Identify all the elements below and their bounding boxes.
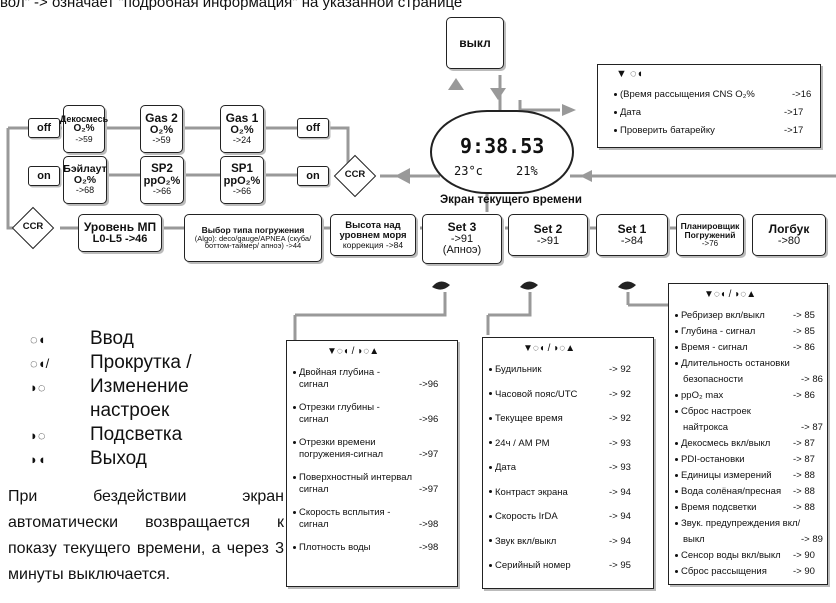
ccr-diamond[interactable]: CCR — [330, 154, 380, 198]
menu-item[interactable]: Контраст экрана-> 94 — [489, 487, 649, 499]
legend-light: ◗◌Подсветка — [30, 424, 183, 445]
gas2-box[interactable]: Gas 2 O₂% ->59 — [140, 105, 183, 153]
menu-item[interactable]: Декосмесь вкл/выкл-> 87 — [675, 438, 825, 450]
menu-item[interactable]: Сенсор воды вкл/выкл-> 90 — [675, 550, 825, 562]
menu-item[interactable]: Время - сигнал-> 86 — [675, 342, 825, 354]
on-tag[interactable]: on — [28, 166, 60, 186]
menu-item[interactable]: Сброс настроек — [675, 406, 825, 418]
set1-box[interactable]: Set 1 ->84 — [596, 214, 668, 256]
menu-item[interactable]: Время подсветки-> 88 — [675, 502, 825, 514]
off-mode-box[interactable]: выкл — [446, 17, 504, 69]
set2-menu: ▼◌◖ / ◗◌▲ Будильник-> 92 Часовой пояс/UTC… — [482, 337, 654, 589]
menu-item[interactable]: Скорость всплытия -сигнал->98 — [293, 507, 453, 530]
nav-icons: ▼◌◖ / ◗◌▲ — [327, 346, 380, 357]
user-level-box[interactable]: Уровень МП L0-L5 ->46 — [78, 214, 162, 252]
menu-item[interactable]: ppO₂ max-> 86 — [675, 390, 825, 402]
legend-enter: ◌◖Ввод — [30, 328, 134, 349]
menu-item[interactable]: Скорость IrDA-> 94 — [489, 511, 649, 523]
menu-item[interactable]: Вода солёная/пресная-> 88 — [675, 486, 825, 498]
clock-temp: 23°c — [454, 164, 483, 178]
menu-item[interactable]: Плотность воды->98 — [293, 542, 453, 554]
off-tag[interactable]: off — [28, 118, 60, 138]
bailout-box[interactable]: Бэйлаут O₂% ->68 — [63, 156, 107, 204]
menu-item[interactable]: Серийный номер-> 95 — [489, 560, 649, 572]
menu-item[interactable]: Двойная глубина -сигнал->96 — [293, 367, 453, 390]
dive-mode-box[interactable]: Выбор типа погружения (Algo): deco/gauge… — [184, 214, 322, 262]
legend-change: ◗◌Изменение — [30, 376, 189, 397]
planner-box[interactable]: Планировщик Погружений ->76 — [676, 214, 744, 256]
sp1-box[interactable]: SP1 ppO₂% ->66 — [220, 156, 264, 204]
menu-item[interactable]: Часовой пояс/UTC-> 92 — [489, 389, 649, 401]
nav-icons: ▼ ◌◖ — [616, 68, 644, 80]
watch-screen: 9:38.53 23°c 21% — [430, 110, 574, 194]
legend-settings: настроек — [90, 400, 170, 421]
menu-item[interactable]: Единицы измерений-> 88 — [675, 470, 825, 482]
info-row: Проверить батарейку ->17 — [614, 125, 814, 137]
info-panel: ▼ ◌◖ (Время рассыщения CNS O₂% ->16 Дата… — [597, 64, 821, 148]
set2-box[interactable]: Set 2 ->91 — [508, 214, 588, 256]
menu-item[interactable]: выкл-> 89 — [683, 534, 823, 545]
legend-scroll: ◌◖/Прокрутка / — [30, 352, 192, 373]
menu-item[interactable]: Ребризер вкл/выкл-> 85 — [675, 310, 825, 322]
info-row: Дата ->17 — [614, 107, 814, 119]
altitude-box[interactable]: Высота над уровнем моря коррекция ->84 — [330, 214, 416, 256]
nav-icons: ▼◌◖ / ◗◌▲ — [523, 343, 576, 354]
menu-item[interactable]: найтрокса-> 87 — [683, 422, 823, 433]
legend-exit: ◗◖Выход — [30, 448, 147, 469]
deco-mix-box[interactable]: Декосмесь O₂% ->59 — [60, 105, 108, 153]
header-note: вол" -> означает "подробная информация" … — [0, 0, 463, 11]
menu-item[interactable]: PDI-остановки-> 87 — [675, 454, 825, 466]
clock-time: 9:38.53 — [460, 134, 545, 158]
menu-item[interactable]: Длительность остановки — [675, 358, 825, 370]
logbook-box[interactable]: Логбук ->80 — [752, 214, 826, 256]
inactivity-note: При бездействии экран автоматически возв… — [8, 488, 284, 583]
menu-item[interactable]: 24ч / AM PM-> 93 — [489, 438, 649, 450]
nav-icons: ▼◌◖ / ◗◌▲ — [704, 289, 757, 300]
clock-caption: Экран текущего времени — [440, 194, 582, 206]
menu-item[interactable]: Звук вкл/выкл-> 94 — [489, 536, 649, 548]
clock-battery: 21% — [516, 164, 538, 178]
menu-item[interactable]: безопасности-> 86 — [683, 374, 823, 385]
set1-menu: ▼◌◖ / ◗◌▲ Ребризер вкл/выкл-> 85 Глубина … — [668, 283, 828, 585]
ccr-diamond[interactable]: CCR — [8, 206, 58, 250]
off-tag[interactable]: off — [297, 118, 329, 138]
menu-item[interactable]: Будильник-> 92 — [489, 364, 649, 376]
menu-item[interactable]: Глубина - сигнал-> 85 — [675, 326, 825, 338]
menu-item[interactable]: Звук. предупреждения вкл/ — [675, 518, 825, 530]
menu-item[interactable]: Отрезки глубины -сигнал->96 — [293, 402, 453, 425]
sp2-box[interactable]: SP2 ppO₂% ->66 — [140, 156, 184, 204]
on-tag[interactable]: on — [297, 166, 329, 186]
info-row: (Время рассыщения CNS O₂% ->16 — [614, 89, 814, 101]
gas1-box[interactable]: Gas 1 O₂% ->24 — [220, 105, 264, 153]
set3-box[interactable]: Set 3 ->91 (Апноэ) — [422, 214, 502, 264]
menu-item[interactable]: Сброс рассыщения-> 90 — [675, 566, 825, 578]
menu-item[interactable]: Дата-> 93 — [489, 462, 649, 474]
menu-item[interactable]: Текущее время-> 92 — [489, 413, 649, 425]
